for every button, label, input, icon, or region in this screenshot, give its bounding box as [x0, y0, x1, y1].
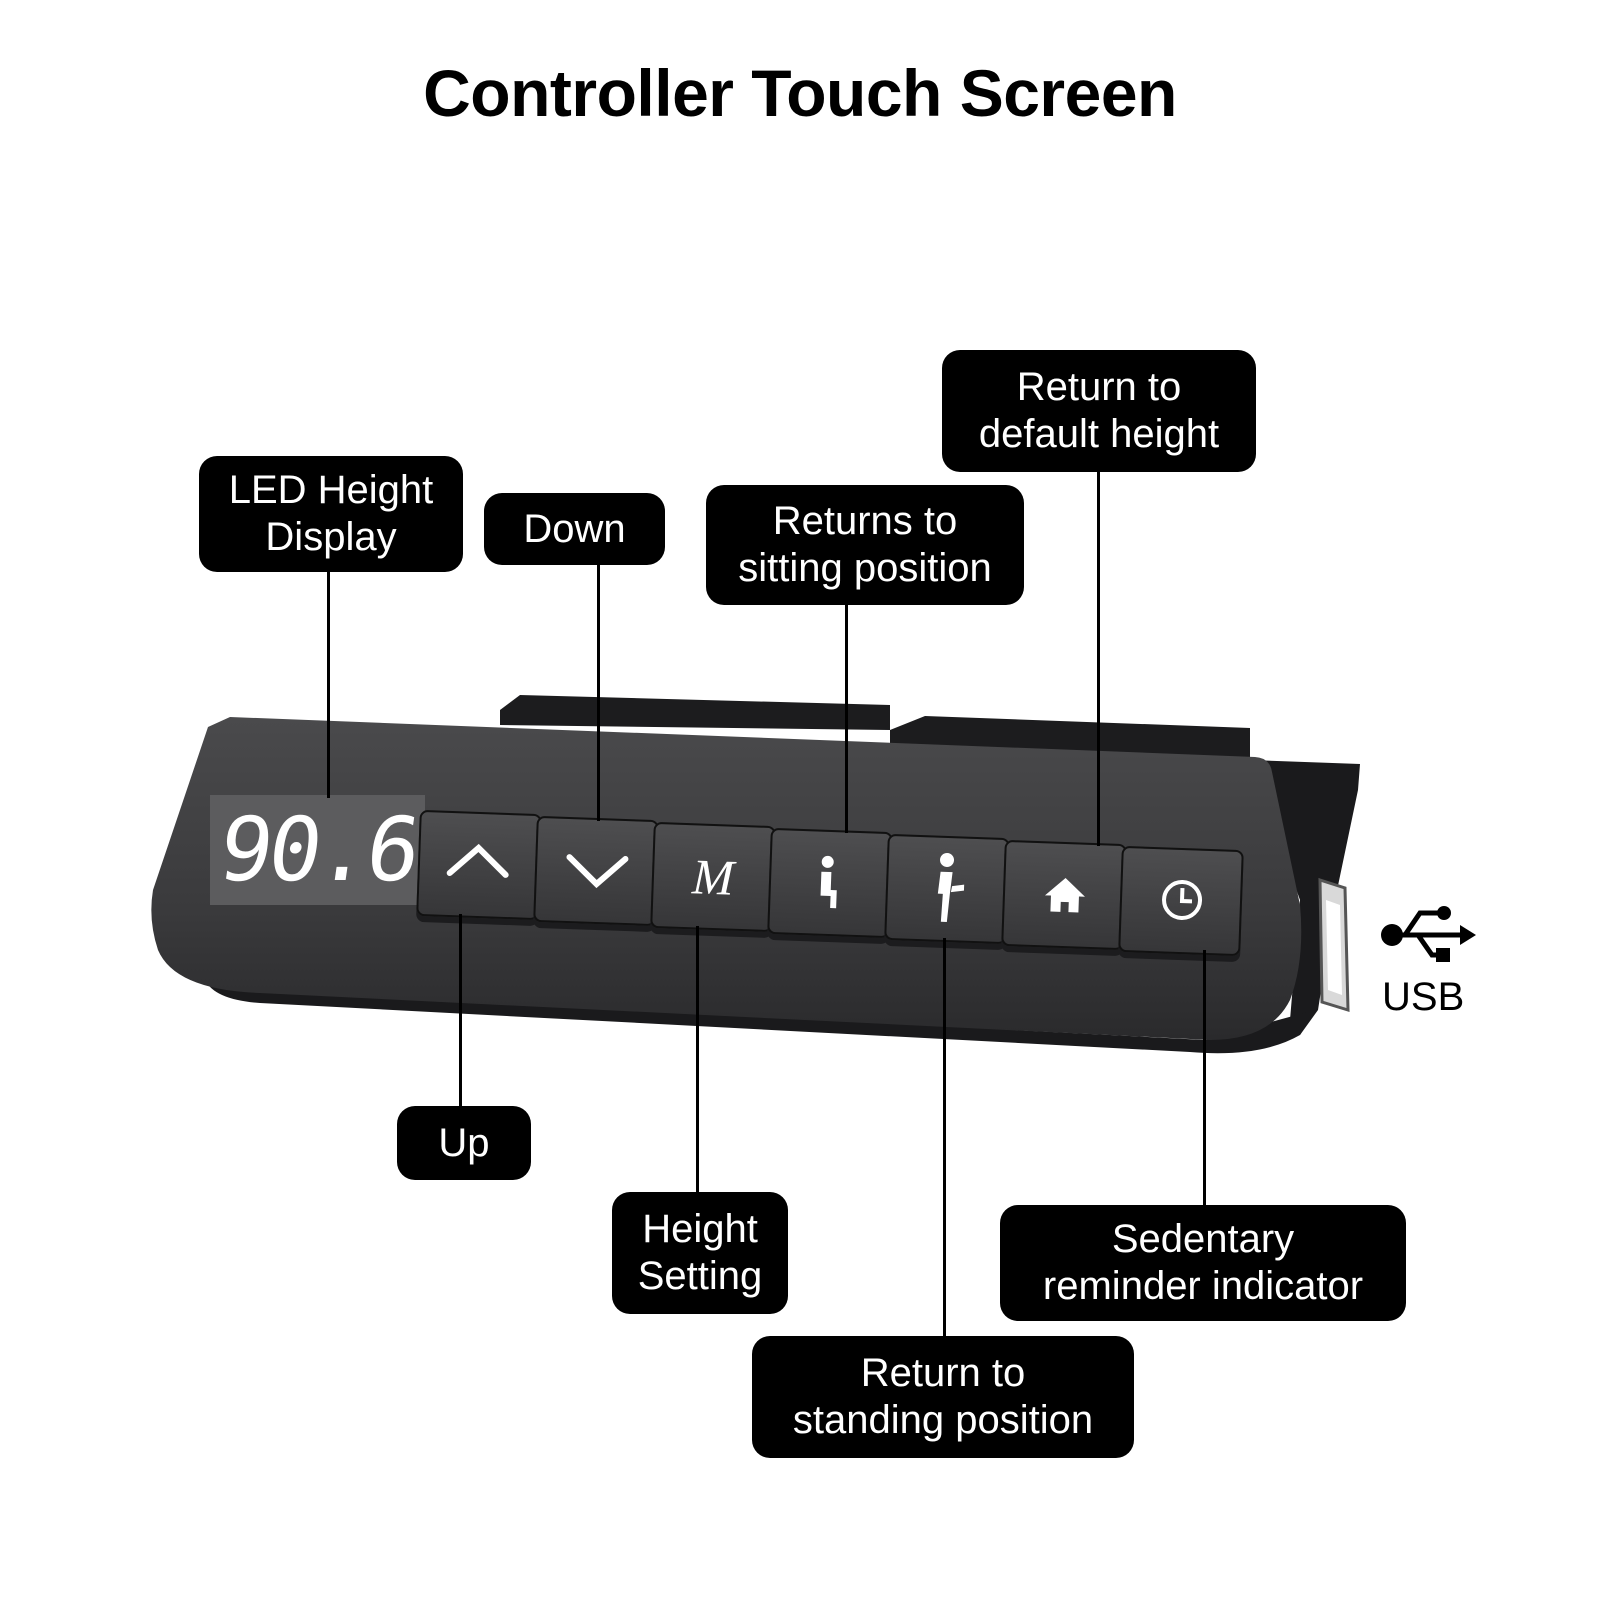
leader-default — [1097, 470, 1100, 846]
home-button[interactable] — [1001, 839, 1127, 951]
leader-up — [459, 914, 462, 1108]
leader-reminder — [1203, 950, 1206, 1206]
label-return-standing: Return to standing position — [752, 1336, 1134, 1458]
label-default-line2: default height — [978, 412, 1220, 456]
clock-icon — [1162, 880, 1203, 921]
label-height-setting: Height Setting — [612, 1192, 788, 1314]
leader-down — [597, 563, 600, 821]
label-return-default: Return to default height — [942, 350, 1256, 472]
led-height-value: 90.6 — [212, 798, 424, 901]
label-sedentary-reminder: Sedentary reminder indicator — [1000, 1205, 1406, 1321]
label-sitting-line1: Returns to — [772, 499, 958, 543]
up-arrow-icon — [446, 843, 509, 878]
page-title: Controller Touch Screen — [423, 56, 1177, 130]
standing-person-icon — [937, 852, 965, 923]
standing-button[interactable] — [884, 833, 1010, 945]
label-led-line2: Display — [265, 515, 397, 559]
reminder-button[interactable] — [1118, 845, 1244, 957]
label-up-text: Up — [438, 1120, 490, 1165]
leader-led — [327, 570, 330, 798]
label-sitting-line2: sitting position — [738, 546, 992, 590]
leader-sitting — [845, 603, 848, 833]
label-height-line1: Height — [642, 1207, 758, 1251]
label-height-line2: Setting — [637, 1254, 763, 1298]
label-down-text: Down — [523, 506, 626, 551]
label-returns-sitting: Returns to sitting position — [706, 485, 1024, 605]
label-reminder-line2: reminder indicator — [1042, 1264, 1364, 1308]
label-led-line1: LED Height — [228, 468, 434, 512]
led-display-panel — [210, 795, 425, 905]
sitting-person-icon — [820, 855, 837, 909]
up-button[interactable] — [416, 809, 542, 921]
memory-button[interactable]: M — [650, 821, 776, 933]
label-standing-line2: standing position — [792, 1398, 1094, 1442]
mount-bracket-left — [500, 695, 890, 730]
down-arrow-icon — [566, 854, 629, 889]
leader-standing — [943, 938, 946, 1338]
leader-height — [696, 926, 699, 1194]
memory-m-label: M — [691, 848, 735, 906]
home-icon — [1044, 878, 1085, 913]
sitting-button[interactable] — [767, 827, 893, 939]
usb-label: USB — [1382, 975, 1465, 1019]
label-reminder-line1: Sedentary — [1111, 1217, 1295, 1261]
label-standing-line1: Return to — [860, 1351, 1026, 1395]
label-default-line1: Return to — [1016, 365, 1182, 409]
label-led-height-display: LED Height Display — [199, 456, 463, 572]
label-up: Up — [397, 1106, 531, 1180]
label-down: Down — [484, 493, 665, 565]
down-button[interactable] — [533, 815, 659, 927]
